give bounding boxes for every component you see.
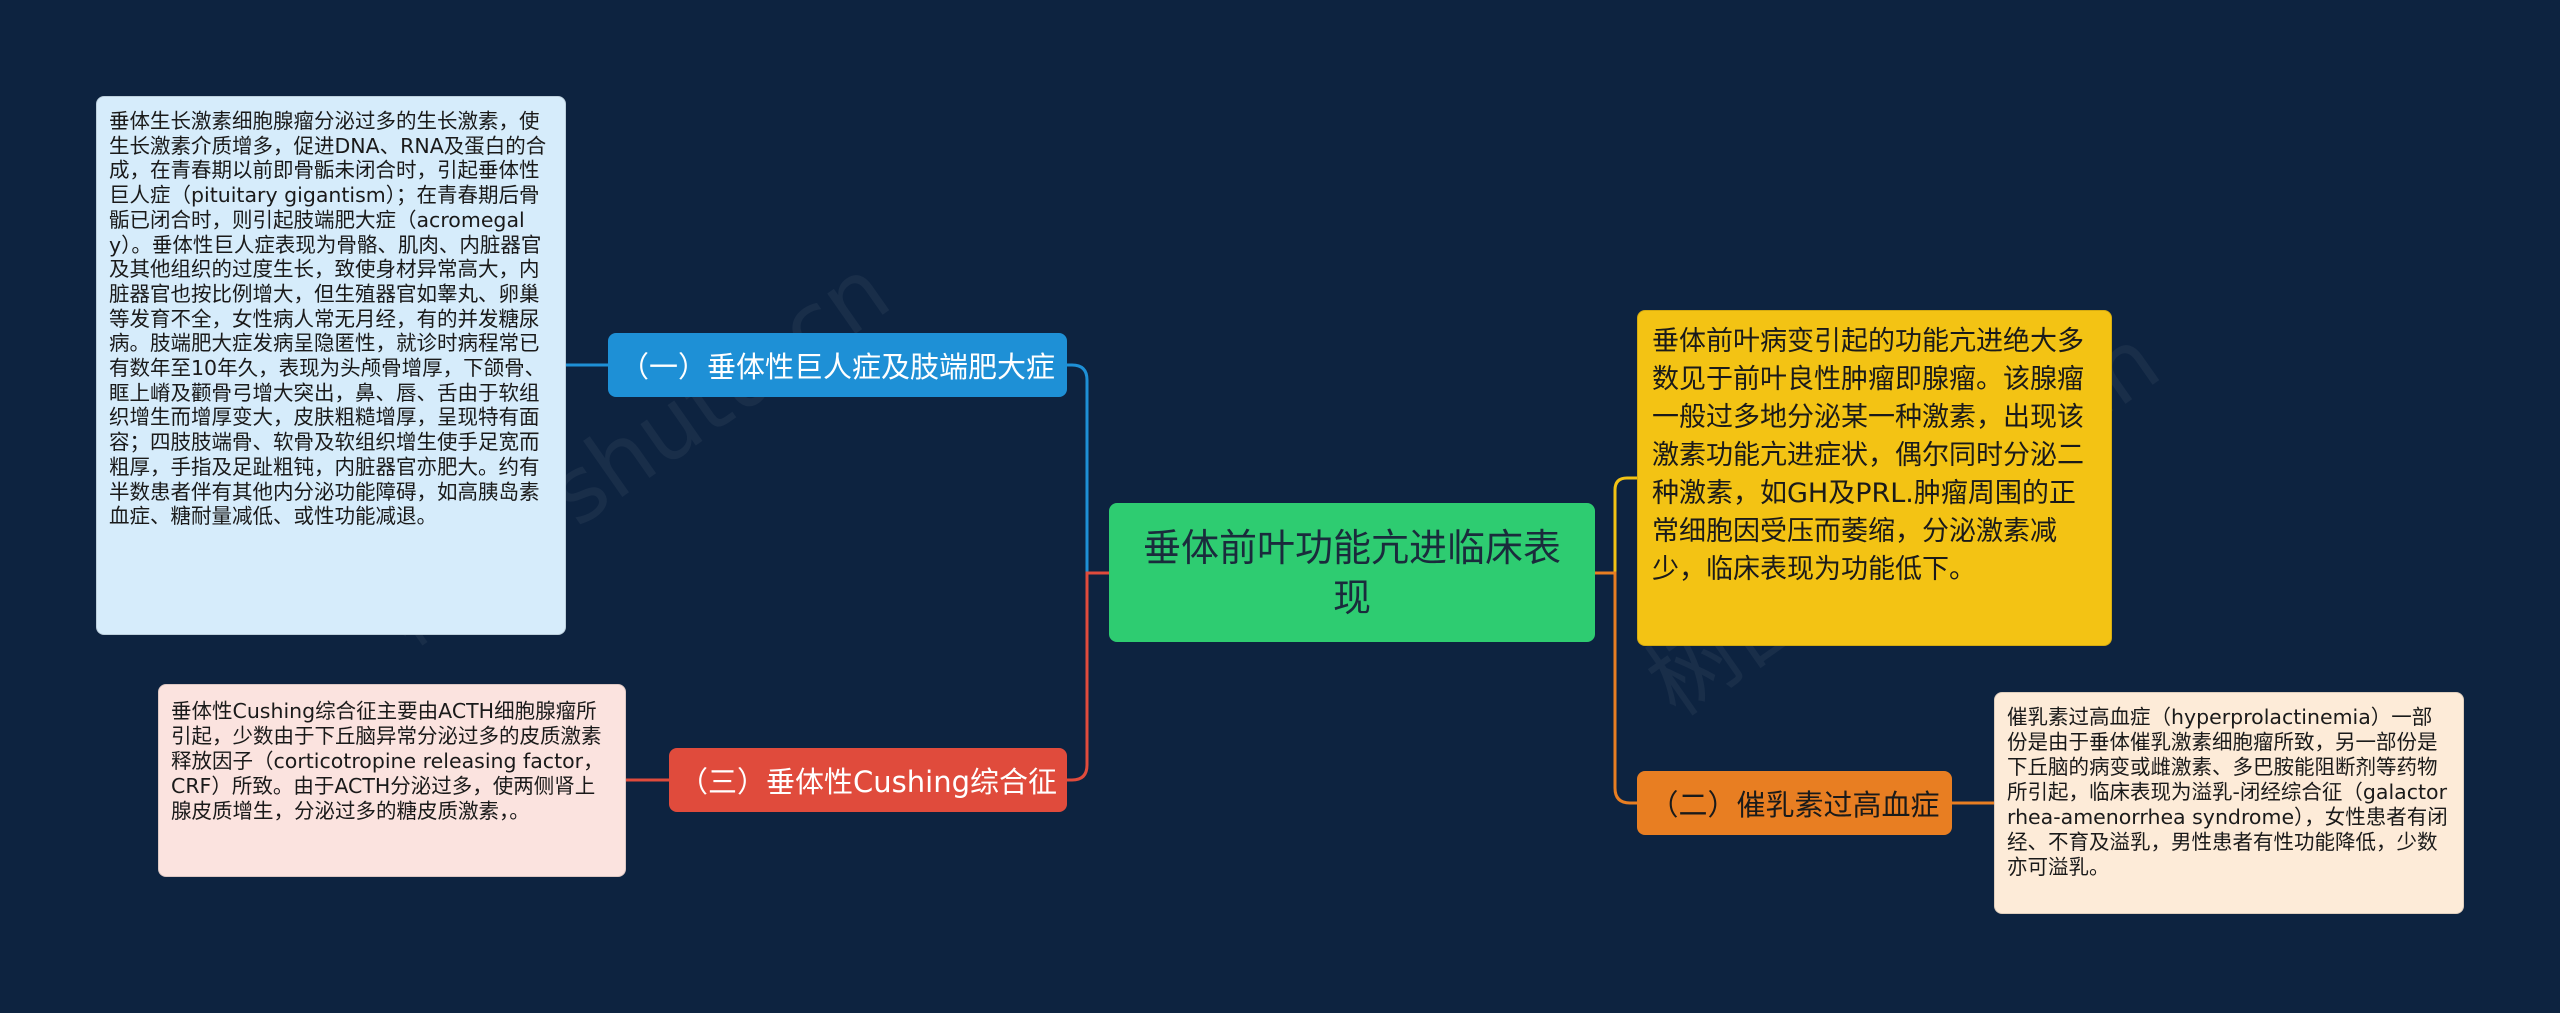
connector-center-b2	[1595, 571, 1637, 805]
leaf-overview[interactable]: 垂体前叶病变引起的功能亢进绝大多数见于前叶良性肿瘤即腺瘤。该腺瘤一般过多地分泌某…	[1637, 310, 2112, 646]
connector-center-b1	[1067, 363, 1109, 575]
leaf-cushing-text: 垂体性Cushing综合征主要由ACTH细胞腺瘤所引起，少数由于下丘脑异常分泌过…	[171, 699, 604, 823]
branch-cushing-label: （三）垂体性Cushing综合征	[679, 765, 1057, 799]
leaf-gigantism-detail[interactable]: 垂体生长激素细胞腺瘤分泌过多的生长激素，使生长激素介质增多，促进DNA、RNA及…	[96, 96, 566, 635]
center-node-label: 垂体前叶功能亢进临床表现	[1142, 525, 1561, 620]
leaf-hyperprolactinemia-detail[interactable]: 催乳素过高血症（hyperprolactinemia）一部份是由于垂体催乳激素细…	[1994, 692, 2464, 914]
center-node[interactable]: 垂体前叶功能亢进临床表现	[1109, 503, 1595, 642]
leaf-cushing-detail[interactable]: 垂体性Cushing综合征主要由ACTH细胞腺瘤所引起，少数由于下丘脑异常分泌过…	[158, 684, 626, 877]
connector-center-b3	[1067, 571, 1109, 782]
branch-hyperprolactinemia-label: （二）催乳素过高血症	[1649, 788, 1940, 822]
connector-center-r1	[1595, 476, 1637, 575]
leaf-gigantism-text: 垂体生长激素细胞腺瘤分泌过多的生长激素，使生长激素介质增多，促进DNA、RNA及…	[109, 109, 547, 529]
leaf-hyperprolactinemia-text: 催乳素过高血症（hyperprolactinemia）一部份是由于垂体催乳激素细…	[2007, 705, 2448, 879]
branch-gigantism[interactable]: （一）垂体性巨人症及肢端肥大症	[608, 333, 1067, 397]
branch-cushing[interactable]: （三）垂体性Cushing综合征	[669, 748, 1067, 812]
branch-hyperprolactinemia[interactable]: （二）催乳素过高血症	[1637, 771, 1952, 835]
leaf-overview-text: 垂体前叶病变引起的功能亢进绝大多数见于前叶良性肿瘤即腺瘤。该腺瘤一般过多地分泌某…	[1652, 326, 2084, 585]
branch-gigantism-label: （一）垂体性巨人症及肢端肥大症	[619, 350, 1055, 384]
